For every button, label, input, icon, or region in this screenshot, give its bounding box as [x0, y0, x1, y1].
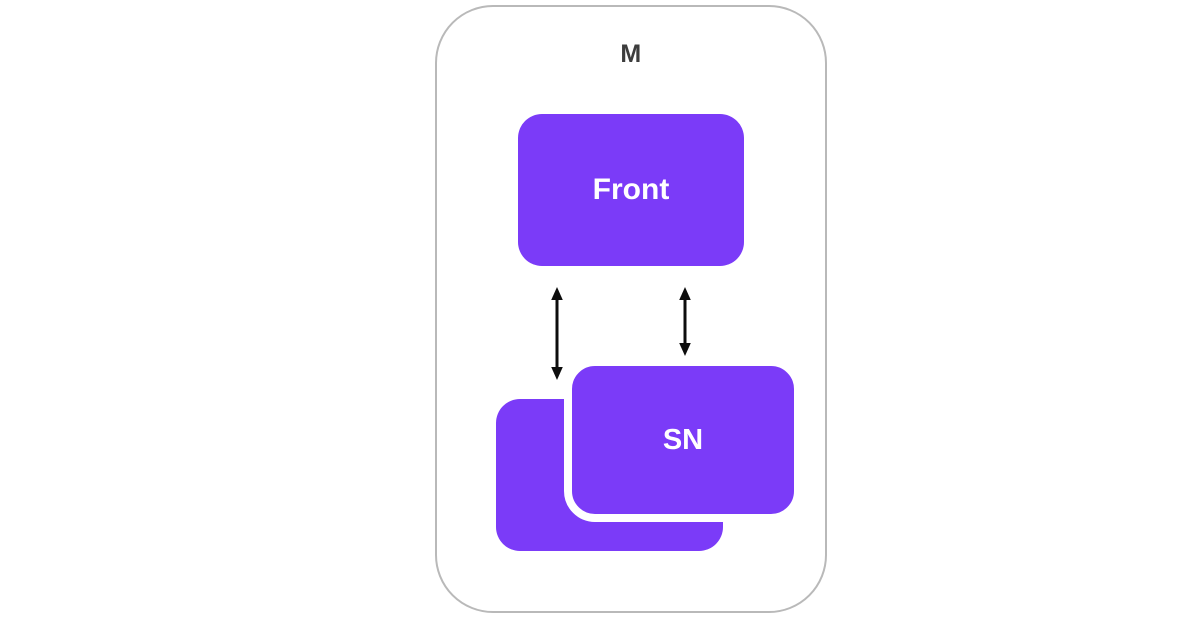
frame-container-m[interactable]: M Front SN: [435, 5, 827, 613]
sn-node-label: SN: [662, 423, 704, 456]
sn-node[interactable]: SN: [564, 358, 802, 522]
front-node-label: Front: [592, 173, 670, 206]
double-arrow-vertical-left-icon[interactable]: [548, 287, 566, 380]
frame-title: M: [620, 40, 642, 68]
double-arrow-vertical-right-icon[interactable]: [676, 287, 694, 356]
front-node[interactable]: Front: [518, 114, 744, 266]
